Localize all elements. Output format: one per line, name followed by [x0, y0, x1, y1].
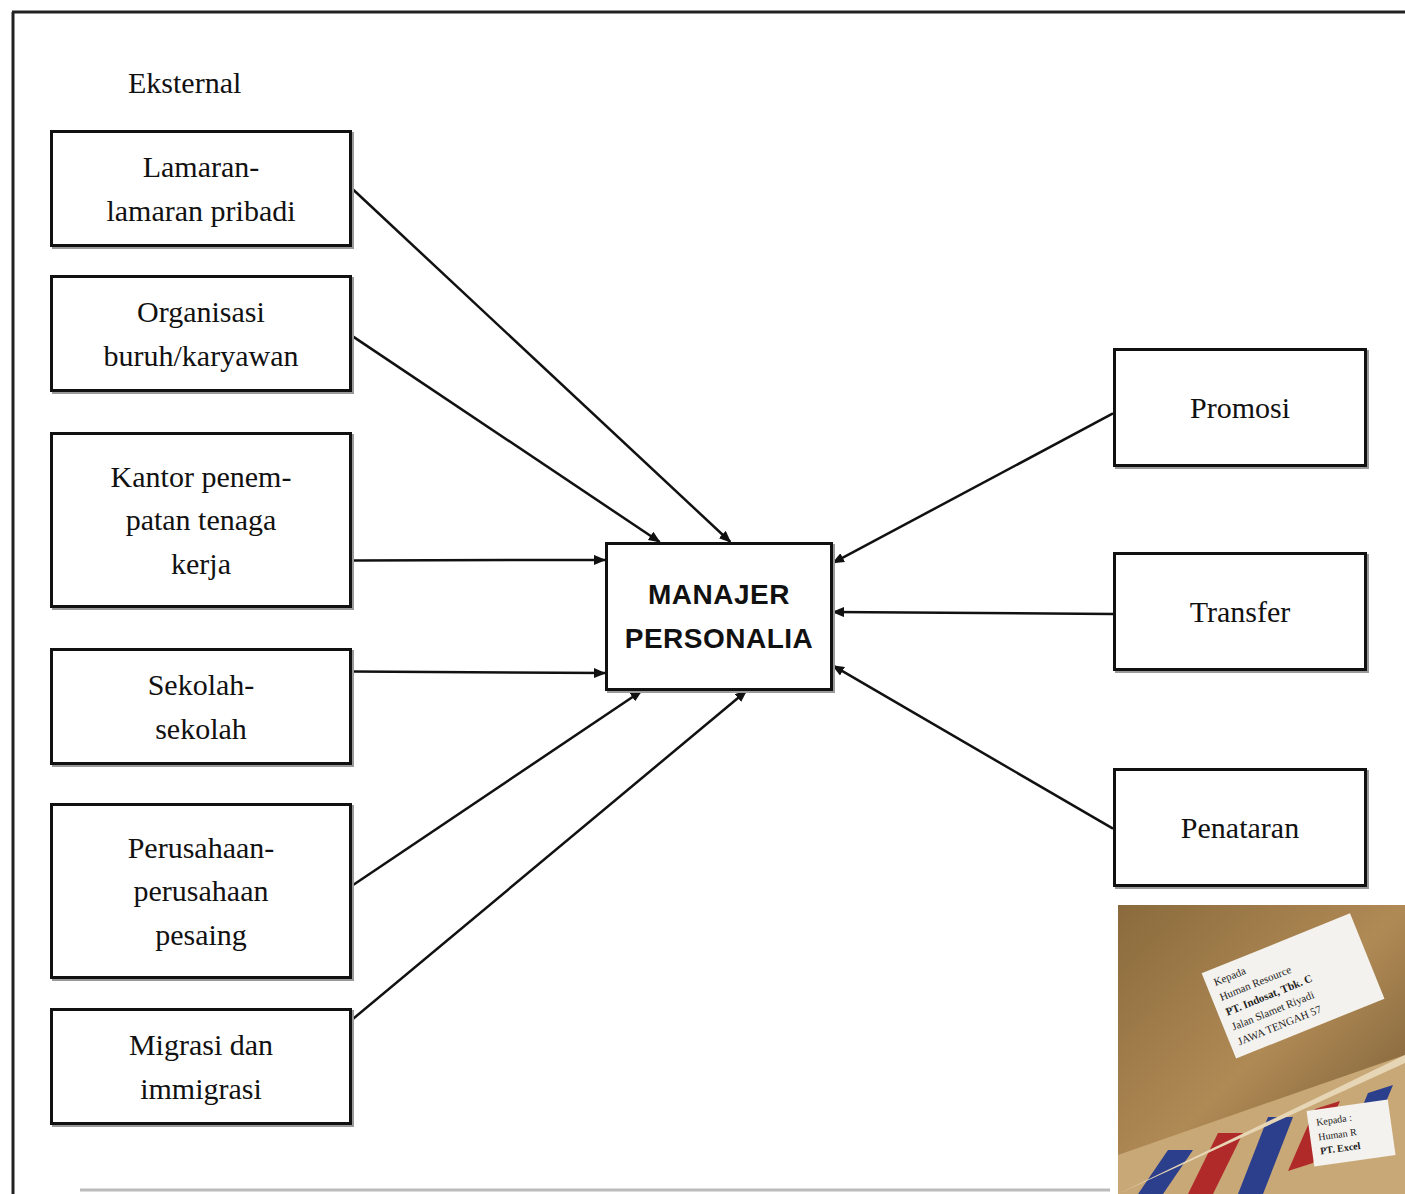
box-text: Penataran [1126, 806, 1354, 850]
arrow-connector [352, 189, 730, 543]
arrow-connector [833, 612, 1113, 614]
arrow-connector [352, 691, 641, 886]
source-box: Lamaran- lamaran pribadi [50, 130, 352, 247]
manager-box: MANAJER PERSONALIA [605, 542, 833, 691]
frame-line [80, 1189, 1110, 1192]
box-text: Organisasi buruh/karyawan [66, 290, 336, 377]
box-text: Sekolah- sekolah [109, 663, 294, 750]
arrow-connector [352, 671, 605, 673]
text-group: Organisasi buruh/karyawan [66, 290, 336, 377]
source-box: Kantor penem- patan tenaga kerja [50, 432, 352, 608]
arrow-connector [352, 691, 746, 1020]
text-group: Promosi [1126, 386, 1354, 430]
frame-line [12, 11, 1405, 14]
text-group: Penataran [1126, 806, 1354, 850]
text-group: Kantor penem- patan tenaga kerja [99, 455, 304, 586]
source-box: Perusahaan- perusahaan pesaing [50, 803, 352, 979]
arrow-connector [833, 413, 1113, 562]
address-card: Kepada :Human RPT. Excel [1307, 1100, 1396, 1166]
box-text: Migrasi dan immigrasi [71, 1023, 331, 1110]
box-text: Lamaran- lamaran pribadi [96, 145, 306, 232]
source-box: Promosi [1113, 348, 1367, 467]
text-group: Sekolah- sekolah [109, 663, 294, 750]
section-heading: Eksternal [128, 66, 241, 100]
source-box: Transfer [1113, 552, 1367, 671]
text-group: Migrasi dan immigrasi [71, 1023, 331, 1110]
source-box: Penataran [1113, 768, 1367, 887]
source-box: Sekolah- sekolah [50, 648, 352, 765]
text-group: MANAJER PERSONALIA [618, 573, 820, 660]
envelope-photo: KepadaHuman ResourcePT. Indosat, Tbk. CJ… [1118, 905, 1405, 1194]
box-text: Transfer [1126, 590, 1354, 634]
text-group: Perusahaan- perusahaan pesaing [99, 826, 304, 957]
source-box: Organisasi buruh/karyawan [50, 275, 352, 392]
arrow-connector [352, 336, 660, 542]
source-box: Migrasi dan immigrasi [50, 1008, 352, 1125]
box-text: Kantor penem- patan tenaga kerja [99, 455, 304, 586]
box-text: MANAJER PERSONALIA [618, 573, 820, 660]
text-group: Transfer [1126, 590, 1354, 634]
frame-line [12, 12, 15, 1194]
arrow-connector [833, 666, 1113, 829]
text-group: Lamaran- lamaran pribadi [96, 145, 306, 232]
box-text: Promosi [1126, 386, 1354, 430]
box-text: Perusahaan- perusahaan pesaing [99, 826, 304, 957]
arrow-connector [352, 559, 605, 562]
